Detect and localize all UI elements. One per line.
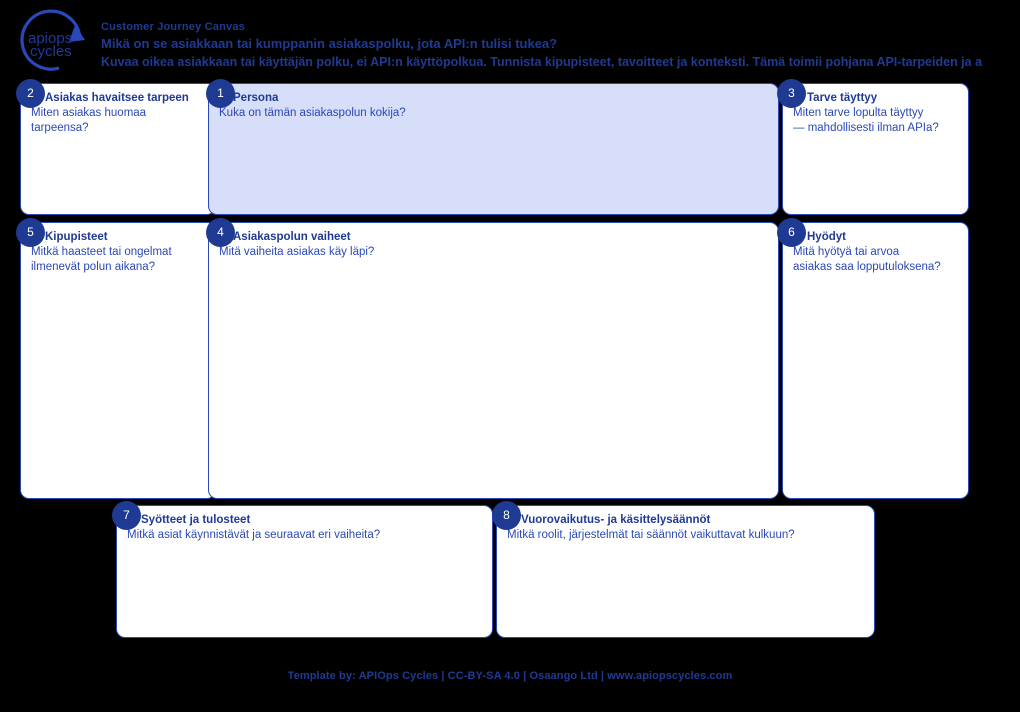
box-head: Hyödyt Mitä hyötyä tai arvoa asiakas saa… [793, 230, 960, 275]
header-text-block: Customer Journey Canvas Mikä on se asiak… [101, 20, 1020, 72]
box-title: Hyödyt [807, 231, 846, 243]
canvas-box-kipupisteet[interactable]: Kipupisteet Mitkä haasteet tai ongelmat … [20, 222, 216, 499]
box-number-badge-7: 7 [112, 501, 141, 530]
box-title: Asiakas havaitsee tarpeen [45, 92, 189, 104]
box-number-badge-6: 6 [777, 218, 806, 247]
box-number-badge-2: 2 [16, 79, 45, 108]
box-subtitle: Mitkä asiat käynnistävät ja seuraavat er… [127, 529, 381, 541]
box-number-badge-3: 3 [777, 79, 806, 108]
box-title: Kipupisteet [45, 231, 108, 243]
box-head: Syötteet ja tulosteet Mitkä asiat käynni… [127, 513, 484, 543]
box-head: Vuorovaikutus- ja käsittelysäännöt Mitkä… [507, 513, 866, 543]
box-number-badge-4: 4 [206, 218, 235, 247]
apiops-cycles-logo: apiops cycles [14, 9, 96, 75]
box-subtitle: Mitkä haasteet tai ongelmat ilmenevät po… [31, 246, 172, 273]
box-subtitle: Kuka on tämän asiakaspolun kokija? [219, 107, 406, 119]
logo-text-line1: apiops [28, 30, 72, 47]
box-head: Kipupisteet Mitkä haasteet tai ongelmat … [31, 230, 207, 275]
box-subtitle: Miten tarve lopulta täyttyy — mahdollise… [793, 107, 939, 134]
canvas-box-vuorovaikutus-ja-kasittelysaannot[interactable]: Vuorovaikutus- ja käsittelysäännöt Mitkä… [496, 505, 875, 638]
canvas-box-syotteet-ja-tulosteet[interactable]: Syötteet ja tulosteet Mitkä asiat käynni… [116, 505, 493, 638]
canvas-question: Mikä on se asiakkaan tai kumppanin asiak… [101, 36, 558, 51]
canvas-subtitle: Kuvaa oikea asiakkaan tai käyttäjän polk… [101, 55, 983, 69]
box-subtitle: Mitä hyötyä tai arvoa asiakas saa lopput… [793, 246, 941, 273]
box-subtitle: Mitkä roolit, järjestelmät tai säännöt v… [507, 529, 795, 541]
box-head: Tarve täyttyy Miten tarve lopulta täytty… [793, 91, 960, 136]
box-head: Persona Kuka on tämän asiakaspolun kokij… [219, 91, 770, 121]
box-title: Persona [233, 92, 279, 104]
canvas-box-persona[interactable]: Persona Kuka on tämän asiakaspolun kokij… [208, 83, 779, 215]
canvas-box-hyodyt[interactable]: Hyödyt Mitä hyötyä tai arvoa asiakas saa… [782, 222, 969, 499]
box-head: Asiakaspolun vaiheet Mitä vaiheita asiak… [219, 230, 770, 260]
box-title: Syötteet ja tulosteet [141, 514, 251, 526]
logo-text-line2: cycles [30, 43, 72, 60]
box-number-badge-8: 8 [492, 501, 521, 530]
canvas-box-asiakas-havaitsee-tarpeen[interactable]: Asiakas havaitsee tarpeen Miten asiakas … [20, 83, 216, 215]
canvas-box-asiakaspolun-vaiheet[interactable]: Asiakaspolun vaiheet Mitä vaiheita asiak… [208, 222, 779, 499]
box-subtitle: Mitä vaiheita asiakas käy läpi? [219, 246, 375, 258]
box-title: Tarve täyttyy [807, 92, 878, 104]
box-title: Asiakaspolun vaiheet [233, 231, 351, 243]
canvas-box-tarve-tayttyy[interactable]: Tarve täyttyy Miten tarve lopulta täytty… [782, 83, 969, 215]
box-number-badge-5: 5 [16, 218, 45, 247]
box-title: Vuorovaikutus- ja käsittelysäännöt [521, 514, 711, 526]
canvas-header: apiops cycles Customer Journey Canvas Mi… [0, 0, 1020, 78]
box-head: Asiakas havaitsee tarpeen Miten asiakas … [31, 91, 207, 136]
footer-credit: Template by: APIOps Cycles | CC-BY-SA 4.… [287, 670, 733, 682]
canvas-title: Customer Journey Canvas [101, 21, 245, 33]
box-number-badge-1: 1 [206, 79, 235, 108]
box-subtitle: Miten asiakas huomaa tarpeensa? [31, 107, 147, 134]
